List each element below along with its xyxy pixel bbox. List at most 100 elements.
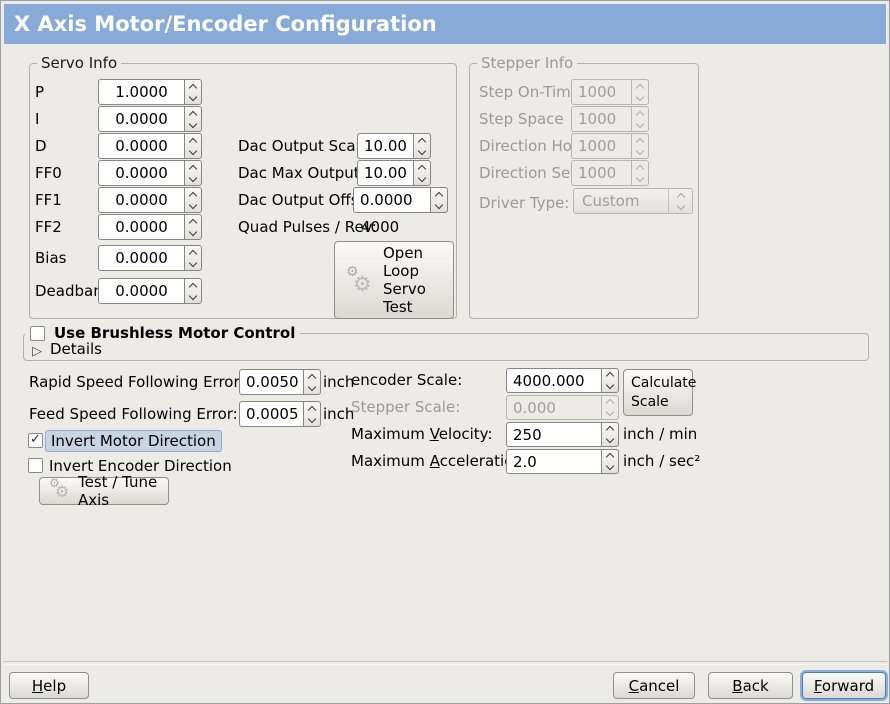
encoder-scale-input[interactable]: 4000.000: [506, 368, 601, 393]
spin-up-button[interactable]: [602, 369, 618, 381]
ff2-spin-buttons[interactable]: [184, 214, 202, 240]
spin-down-button[interactable]: [304, 382, 320, 394]
spin-up-button[interactable]: [185, 215, 201, 227]
ff1-spin-buttons[interactable]: [184, 187, 202, 213]
spin-down-button[interactable]: [185, 227, 201, 239]
i-spinbox[interactable]: 0.0000: [98, 106, 202, 132]
use-brushless-label[interactable]: Use Brushless Motor Control: [54, 324, 296, 342]
spin-up-button[interactable]: [602, 423, 618, 435]
spin-down-button[interactable]: [185, 173, 201, 185]
invert-motor-label[interactable]: Invert Motor Direction: [45, 430, 222, 452]
spin-buttons[interactable]: [601, 422, 619, 447]
spin-down-button[interactable]: [185, 291, 201, 303]
p-spinbox[interactable]: 1.0000: [98, 79, 202, 105]
spin-up-button[interactable]: [185, 107, 201, 119]
spin-down-button[interactable]: [185, 200, 201, 212]
spin-buttons[interactable]: [601, 368, 619, 393]
spin-up-button[interactable]: [185, 161, 201, 173]
spin-up-button[interactable]: [185, 80, 201, 92]
invert-encoder-label[interactable]: Invert Encoder Direction: [49, 457, 232, 475]
ff1-spinbox[interactable]: 0.0000: [98, 187, 202, 213]
spin-up-button[interactable]: [185, 246, 201, 258]
i-spin-buttons[interactable]: [184, 106, 202, 132]
spin-buttons[interactable]: [413, 160, 431, 186]
use-brushless-checkbox[interactable]: [30, 326, 45, 341]
rapid-following-error-spinbox[interactable]: 0.0050: [239, 369, 321, 395]
spin-down-button[interactable]: [602, 380, 618, 393]
spin-up-button[interactable]: [185, 279, 201, 291]
spin-buttons[interactable]: [430, 187, 448, 213]
spin-down-button[interactable]: [185, 258, 201, 270]
forward-button[interactable]: Forward: [802, 672, 886, 699]
spin-up-button[interactable]: [185, 134, 201, 146]
spin-up-button[interactable]: [414, 134, 430, 146]
bias-spinbox[interactable]: 0.0000: [98, 245, 202, 271]
open-loop-servo-test-button[interactable]: ⚙⚙ Open Loop Servo Test: [334, 241, 454, 319]
brushless-checkbox-row[interactable]: Use Brushless Motor Control: [25, 324, 301, 342]
spin-down-button[interactable]: [602, 434, 618, 447]
spin-down-button[interactable]: [304, 414, 320, 426]
max-acceleration-input[interactable]: 2.0: [506, 449, 601, 474]
spin-down-button[interactable]: [185, 92, 201, 104]
cancel-button[interactable]: Cancel: [613, 672, 695, 699]
deadband-input[interactable]: 0.0000: [98, 278, 184, 304]
bias-input[interactable]: 0.0000: [98, 245, 184, 271]
ff2-spinbox[interactable]: 0.0000: [98, 214, 202, 240]
feed-following-error-spinbox[interactable]: 0.0005: [239, 401, 321, 427]
deadband-spinbox[interactable]: 0.0000: [98, 278, 202, 304]
invert-encoder-checkbox[interactable]: [28, 458, 43, 473]
spin-buttons[interactable]: [303, 369, 321, 395]
expander-arrow-icon[interactable]: ▷: [32, 344, 42, 359]
spin-up-button[interactable]: [414, 161, 430, 173]
spin-up-button[interactable]: [185, 188, 201, 200]
p-spin-buttons[interactable]: [184, 79, 202, 105]
i-input[interactable]: 0.0000: [98, 106, 184, 132]
ff2-input[interactable]: 0.0000: [98, 214, 184, 240]
max-acceleration-spinbox[interactable]: 2.0: [506, 449, 619, 474]
rapid-following-error-unit: inch: [323, 373, 355, 391]
deadband-spin-buttons[interactable]: [184, 278, 202, 304]
spin-down-button[interactable]: [414, 146, 430, 158]
dac-max-output-spinbox[interactable]: 10.00: [357, 160, 431, 186]
spin-up-button[interactable]: [602, 450, 618, 462]
d-input[interactable]: 0.0000: [98, 133, 184, 159]
calculate-scale-button[interactable]: Calculate Scale: [623, 369, 696, 416]
max-velocity-spinbox[interactable]: 250: [506, 422, 619, 447]
bias-spin-buttons[interactable]: [184, 245, 202, 271]
dac-output-scale-spinbox[interactable]: 10.00: [357, 133, 431, 159]
spin-down-button: [602, 407, 618, 420]
spin-up-button[interactable]: [304, 370, 320, 382]
spin-up-button[interactable]: [304, 402, 320, 414]
dac-output-offset-input[interactable]: 0.0000: [353, 187, 430, 213]
d-spin-buttons[interactable]: [184, 133, 202, 159]
help-button[interactable]: Help: [9, 672, 89, 699]
spin-buttons[interactable]: [303, 401, 321, 427]
p-input[interactable]: 1.0000: [98, 79, 184, 105]
test-tune-axis-button[interactable]: ⚙⚙ Test / Tune Axis: [39, 473, 169, 509]
spin-down-button[interactable]: [414, 173, 430, 185]
spin-down-button[interactable]: [602, 461, 618, 474]
chevron-up-icon: [188, 110, 198, 119]
max-velocity-input[interactable]: 250: [506, 422, 601, 447]
spin-up-button[interactable]: [431, 188, 447, 200]
feed-following-error-input[interactable]: 0.0005: [239, 401, 303, 427]
dac-output-offset-spinbox[interactable]: 0.0000: [353, 187, 448, 213]
d-spinbox[interactable]: 0.0000: [98, 133, 202, 159]
dac-max-output-input[interactable]: 10.00: [357, 160, 413, 186]
ff0-spin-buttons[interactable]: [184, 160, 202, 186]
details-expander-label[interactable]: Details: [50, 340, 103, 358]
back-button[interactable]: Back: [708, 672, 793, 699]
ff0-spinbox[interactable]: 0.0000: [98, 160, 202, 186]
invert-motor-checkbox[interactable]: ✓: [28, 432, 43, 448]
ff0-input[interactable]: 0.0000: [98, 160, 184, 186]
dac-output-scale-input[interactable]: 10.00: [357, 133, 413, 159]
rapid-following-error-input[interactable]: 0.0050: [239, 369, 303, 395]
encoder-scale-spinbox[interactable]: 4000.000: [506, 368, 619, 393]
chevron-up-icon: [605, 399, 615, 408]
spin-down-button[interactable]: [185, 146, 201, 158]
spin-down-button[interactable]: [431, 200, 447, 212]
spin-buttons[interactable]: [601, 449, 619, 474]
spin-down-button[interactable]: [185, 119, 201, 131]
ff1-input[interactable]: 0.0000: [98, 187, 184, 213]
spin-buttons[interactable]: [413, 133, 431, 159]
